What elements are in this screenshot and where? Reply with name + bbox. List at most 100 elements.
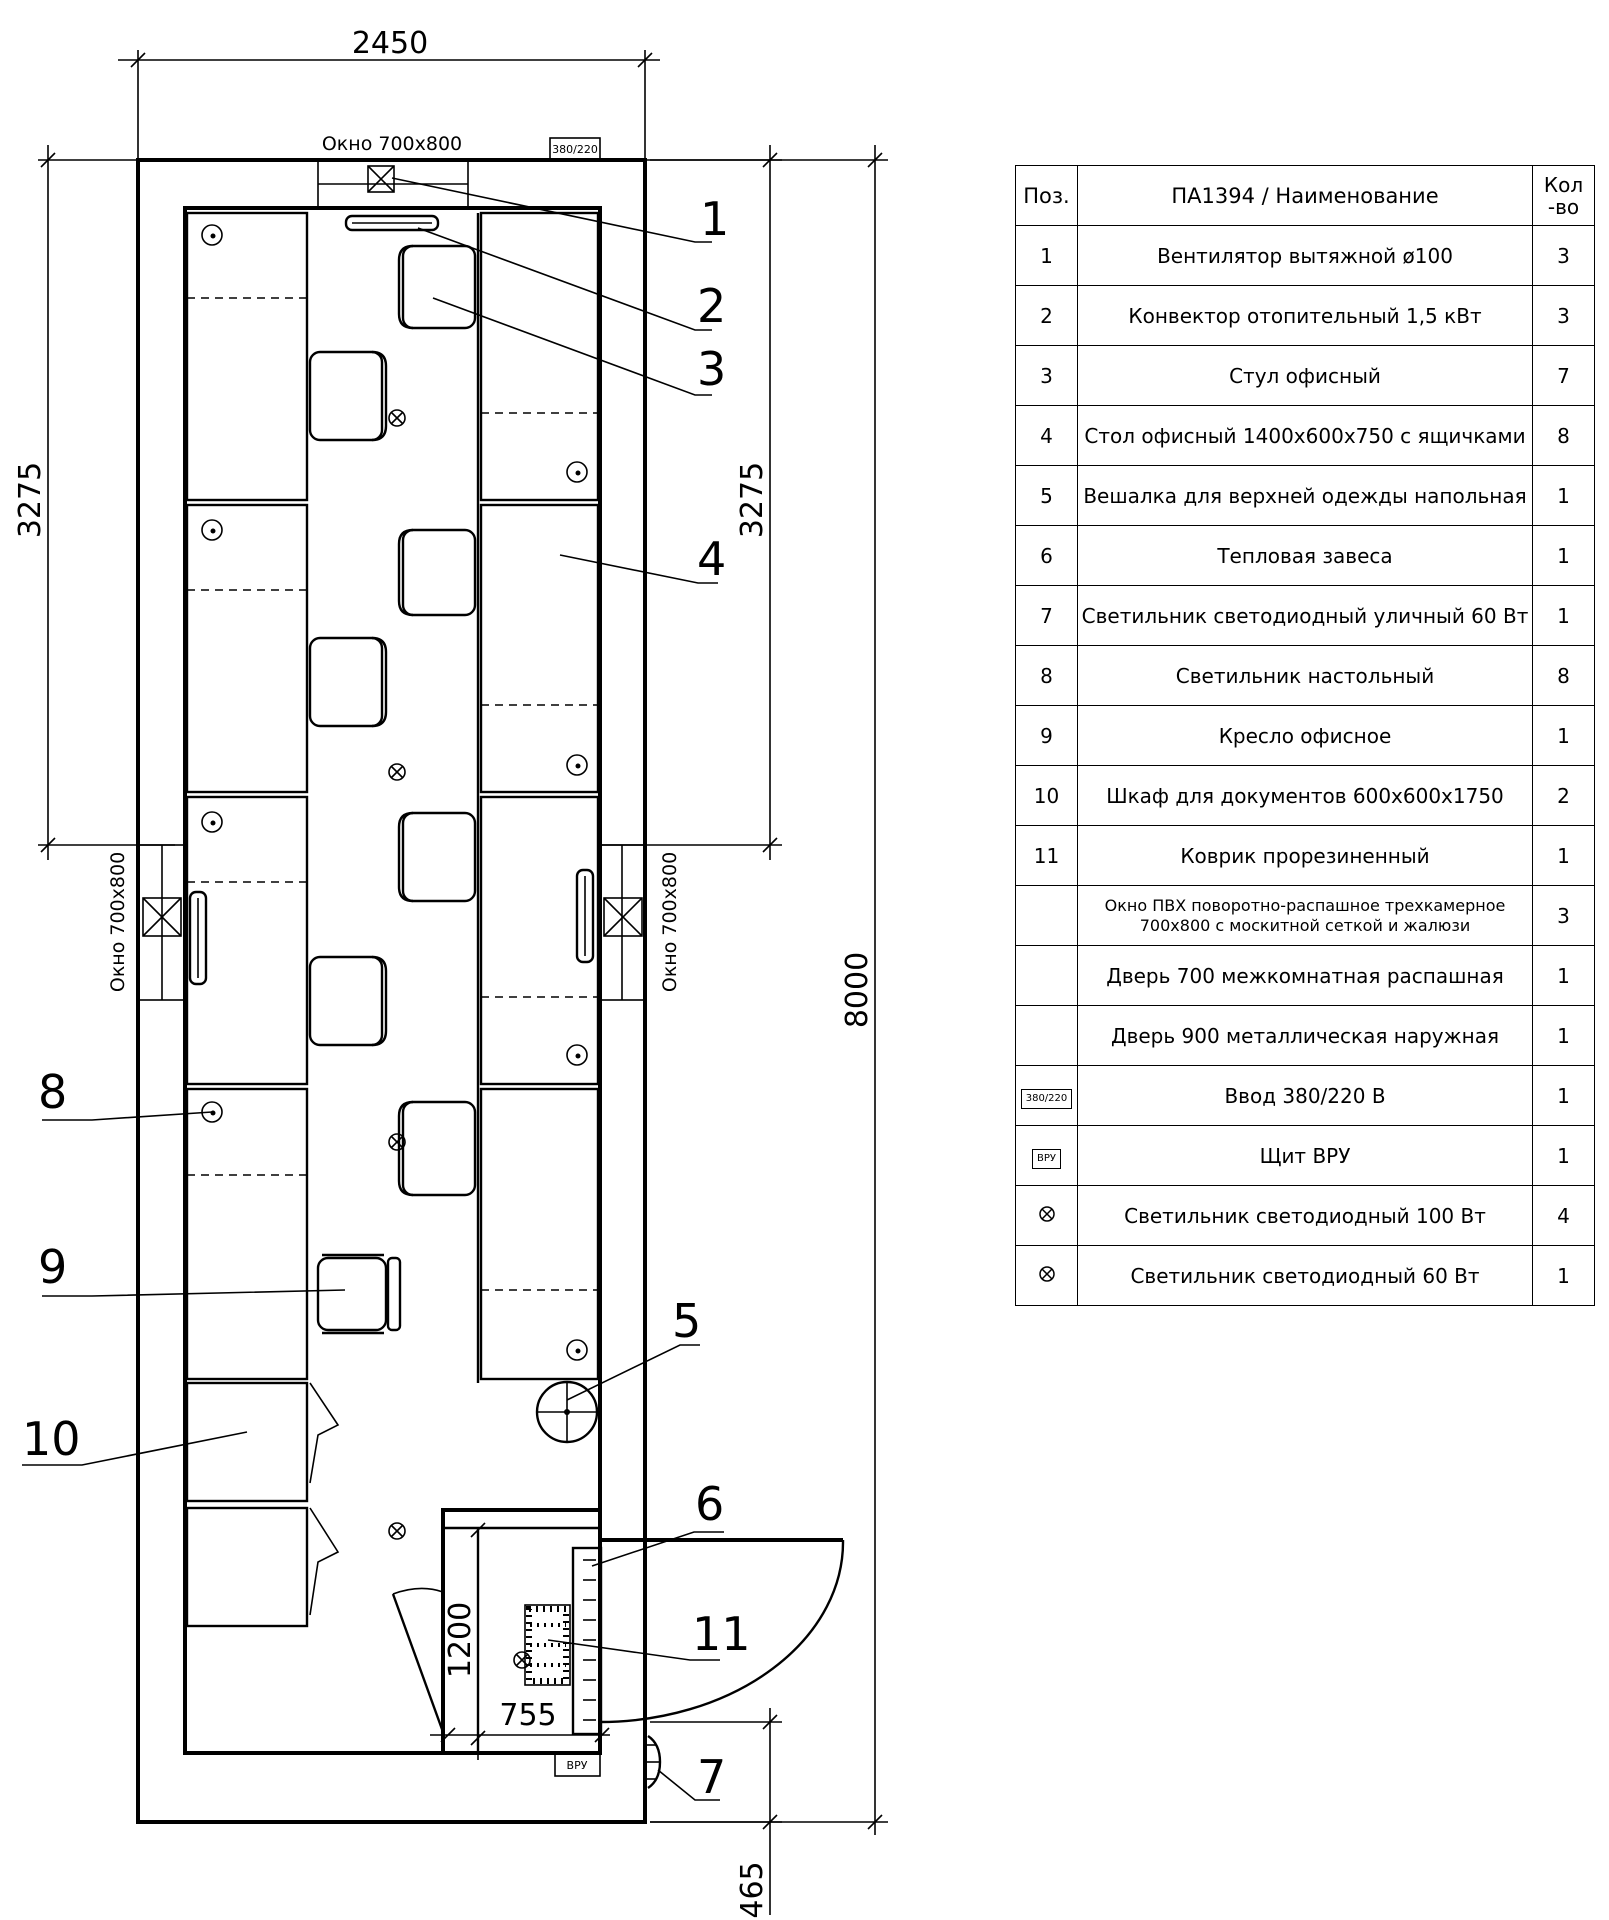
- cell-pos: [1015, 945, 1078, 1006]
- cell-pos: 8: [1015, 645, 1078, 706]
- dim-total-length: 8000: [840, 952, 875, 1028]
- desks-left: [185, 211, 309, 1381]
- cell-name: Дверь 900 металлическая наружная: [1077, 1005, 1533, 1066]
- header-qty: Кол -во: [1532, 165, 1595, 226]
- table-header-row: Поз. ПА1394 / Наименование Кол -во: [1015, 165, 1595, 226]
- window-label-right: Окно 700х800: [659, 852, 681, 992]
- power-input-badge: 380/220: [1020, 1089, 1073, 1109]
- cell-qty: 1: [1532, 525, 1595, 586]
- cell-pos: 3: [1015, 345, 1078, 406]
- cell-pos: 5: [1015, 465, 1078, 526]
- header-name: ПА1394 / Наименование: [1077, 165, 1533, 226]
- windows: Окно 700х800 Окно 700х800 Окно 700х800: [107, 133, 681, 1001]
- vru-panel-label: ВРУ: [567, 1759, 588, 1772]
- interior-door: [391, 1587, 445, 1733]
- dimension-lines: 2450 3275 3275 8000 465 1200: [13, 26, 888, 1919]
- leader-1: 1: [700, 192, 729, 246]
- ceiling-lamps: [388, 409, 531, 1669]
- heat-curtain: [571, 1546, 603, 1736]
- document-cabinets: [185, 1381, 340, 1628]
- cell-pos: 1: [1015, 225, 1078, 286]
- cell-name: Вешалка для верхней одежды напольная: [1077, 465, 1533, 526]
- cell-qty: 1: [1532, 1125, 1595, 1186]
- cell-qty: 7: [1532, 345, 1595, 406]
- window-label-left: Окно 700х800: [107, 852, 129, 992]
- cell-name: Светильник светодиодный 100 Вт: [1077, 1185, 1533, 1246]
- leader-3: 3: [697, 342, 726, 396]
- cell-qty: 2: [1532, 765, 1595, 826]
- lamp-icon: [1038, 1264, 1056, 1282]
- cell-qty: 8: [1532, 405, 1595, 466]
- cell-name: Светильник светодиодный 60 Вт: [1077, 1245, 1533, 1306]
- header-qty-top: Кол: [1543, 172, 1584, 197]
- cell-qty: 1: [1532, 945, 1595, 1006]
- cell-name: Светильник светодиодный уличный 60 Вт: [1077, 585, 1533, 646]
- leader-4: 4: [697, 532, 726, 586]
- cell-pos: 11: [1015, 825, 1078, 886]
- outdoor-lamp: [647, 1735, 662, 1789]
- cell-qty: 1: [1532, 705, 1595, 766]
- cell-pos: [1015, 1005, 1078, 1066]
- cell-name: Конвектор отопительный 1,5 кВт: [1077, 285, 1533, 346]
- cell-name: Тепловая завеса: [1077, 525, 1533, 586]
- cell-pos: 6: [1015, 525, 1078, 586]
- cell-pos: 10: [1015, 765, 1078, 826]
- leaders: 1 2 3 4 5 6 7 8 9 10 11: [22, 177, 751, 1804]
- cell-pos: 4: [1015, 405, 1078, 466]
- table-row: Окно ПВХ поворотно-распашное трехкамерно…: [1015, 885, 1595, 946]
- vru-panel-box: ВРУ: [554, 1751, 601, 1777]
- window-right: [599, 844, 646, 1001]
- cell-qty: 1: [1532, 1065, 1595, 1126]
- cell-qty: 1: [1532, 465, 1595, 526]
- power-input-label: 380/220: [552, 143, 598, 156]
- dim-bottom-offset: 465: [735, 1861, 770, 1918]
- cell-name: Щит ВРУ: [1077, 1125, 1533, 1186]
- cell-name: Окно ПВХ поворотно-распашное трехкамерно…: [1077, 885, 1533, 946]
- cell-qty: 1: [1532, 585, 1595, 646]
- vru-badge: ВРУ: [1032, 1149, 1061, 1169]
- cell-qty: 3: [1532, 885, 1595, 946]
- desks-right: [476, 211, 600, 1383]
- cell-qty: 1: [1532, 825, 1595, 886]
- cell-name: Стол офисный 1400х600х750 с ящичками: [1077, 405, 1533, 466]
- leader-11: 11: [692, 1607, 751, 1661]
- cell-name: Дверь 700 межкомнатная распашная: [1077, 945, 1533, 1006]
- window-top: [317, 159, 469, 209]
- exterior-door: [599, 1538, 845, 1724]
- window-left: [137, 844, 186, 1001]
- window-label-top: Окно 700х800: [322, 133, 462, 155]
- leader-5: 5: [672, 1294, 701, 1348]
- cell-name: Коврик прорезиненный: [1077, 825, 1533, 886]
- leader-7: 7: [697, 1750, 726, 1804]
- leader-9: 9: [38, 1240, 67, 1294]
- desk-lamps: [201, 224, 588, 1361]
- cell-name: Шкаф для документов 600х600х1750: [1077, 765, 1533, 826]
- cell-pos: ВРУ: [1015, 1125, 1078, 1186]
- cell-pos: 2: [1015, 285, 1078, 346]
- dim-vestibule-height: 1200: [443, 1602, 478, 1678]
- cell-pos: 9: [1015, 705, 1078, 766]
- cell-name: Светильник настольный: [1077, 645, 1533, 706]
- leader-8: 8: [38, 1065, 67, 1119]
- cell-pos: [1015, 1185, 1078, 1246]
- power-input-box: 380/220: [549, 137, 601, 161]
- dim-top-width: 2450: [352, 26, 428, 61]
- dim-left-height: 3275: [13, 462, 48, 538]
- cell-name: Кресло офисное: [1077, 705, 1533, 766]
